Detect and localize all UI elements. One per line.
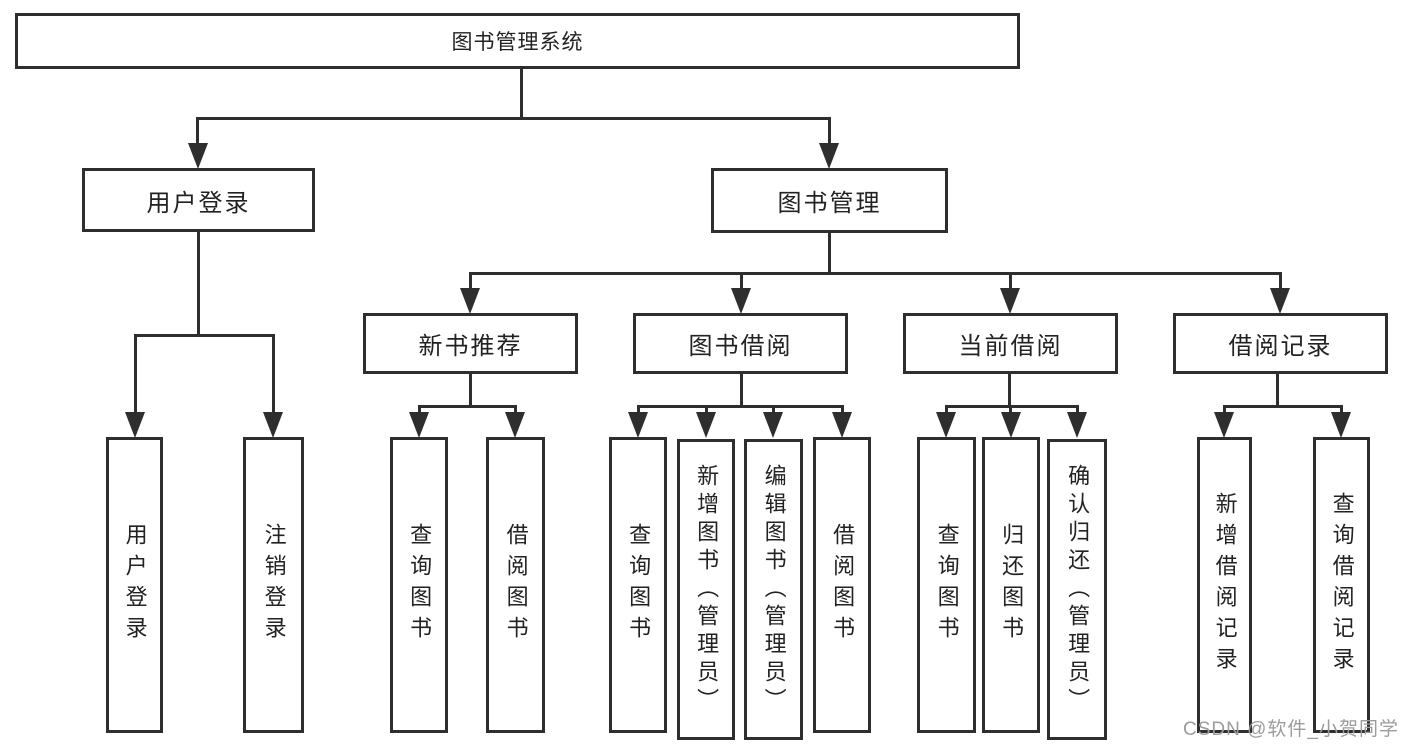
node-label: 归还图书: [999, 523, 1025, 647]
connector-line: [197, 232, 200, 337]
connector-line: [469, 272, 472, 288]
connector-line: [637, 405, 844, 408]
node-label: 新增图书（管理员）: [694, 463, 720, 716]
leaf-edit-books-admin: 编辑图书（管理员）: [744, 439, 803, 740]
leaf-return-books: 归还图书: [982, 437, 1040, 733]
node-label: 确认归还（管理员）: [1065, 463, 1091, 716]
arrowhead-down-icon: [505, 412, 525, 438]
node-label: 用户登录: [122, 523, 148, 647]
arrowhead-down-icon: [263, 412, 283, 438]
connector-line: [1279, 272, 1282, 288]
node-book-management: 图书管理: [711, 168, 948, 233]
leaf-query-borrow-record: 查询借阅记录: [1313, 437, 1370, 733]
connector-line: [134, 334, 275, 337]
node-label: 当前借阅: [958, 333, 1063, 360]
leaf-confirm-return-admin: 确认归还（管理员）: [1047, 439, 1107, 740]
node-label: 查询图书: [934, 523, 960, 647]
arrowhead-down-icon: [731, 288, 751, 314]
connector-line: [945, 405, 948, 415]
node-label: 查询借阅记录: [1329, 492, 1355, 678]
connector-line: [520, 69, 523, 120]
connector-line: [828, 233, 831, 275]
node-borrowing-records: 借阅记录: [1173, 313, 1388, 374]
leaf-query-books-current: 查询图书: [917, 437, 976, 733]
leaf-borrow-books: 借阅图书: [813, 437, 871, 733]
node-label: 注销登录: [261, 523, 287, 647]
connector-line: [705, 405, 708, 415]
node-label: 新书推荐: [418, 333, 523, 360]
connector-line: [740, 374, 743, 408]
connector-line: [1340, 405, 1343, 415]
connector-line: [1223, 405, 1226, 415]
node-label: 图书管理系统: [451, 31, 584, 54]
connector-line: [1076, 405, 1079, 415]
connector-line: [196, 117, 199, 145]
connector-line: [1009, 405, 1012, 415]
node-new-book-recommend: 新书推荐: [363, 313, 578, 374]
leaf-borrow-books-recommend: 借阅图书: [486, 437, 545, 733]
connector-line: [772, 405, 775, 415]
connector-line: [828, 117, 831, 145]
connector-line: [1008, 374, 1011, 408]
connector-line: [1009, 272, 1012, 288]
connector-line: [418, 405, 421, 415]
node-label: 新增借阅记录: [1212, 492, 1238, 678]
connector-line: [637, 405, 640, 415]
arrowhead-down-icon: [1067, 412, 1087, 438]
connector-line: [1276, 374, 1279, 408]
node-label: 借阅记录: [1228, 333, 1333, 360]
node-label: 查询图书: [407, 523, 433, 647]
connector-line: [272, 334, 275, 414]
leaf-user-login: 用户登录: [106, 437, 163, 733]
connector-line: [841, 405, 844, 415]
node-label: 借阅图书: [503, 523, 529, 647]
leaf-add-borrow-record: 新增借阅记录: [1197, 437, 1252, 733]
arrowhead-down-icon: [763, 412, 783, 438]
connector-line: [469, 272, 1281, 275]
node-current-borrowing: 当前借阅: [903, 313, 1118, 374]
connector-line: [418, 405, 517, 408]
arrowhead-down-icon: [460, 288, 480, 314]
arrowhead-down-icon: [409, 412, 429, 438]
arrowhead-down-icon: [819, 143, 839, 169]
connector-line: [1223, 405, 1343, 408]
node-label: 图书管理: [777, 190, 882, 217]
node-user-login: 用户登录: [82, 168, 315, 232]
connector-line: [196, 117, 831, 120]
arrowhead-down-icon: [1331, 412, 1351, 438]
arrowhead-down-icon: [1214, 412, 1234, 438]
node-label: 借阅图书: [830, 523, 856, 647]
leaf-query-books-recommend: 查询图书: [390, 437, 448, 733]
connector-line: [945, 405, 1079, 408]
connector-line: [514, 405, 517, 415]
arrowhead-down-icon: [696, 412, 716, 438]
node-label: 用户登录: [146, 189, 251, 217]
node-label: 图书借阅: [688, 333, 793, 360]
arrowhead-down-icon: [188, 143, 208, 169]
leaf-query-books-borrowing: 查询图书: [609, 437, 667, 733]
csdn-watermark: CSDN @软件_小贺同学: [1183, 719, 1399, 740]
connector-line: [134, 334, 137, 414]
arrowhead-down-icon: [936, 412, 956, 438]
arrowhead-down-icon: [125, 412, 145, 438]
leaf-logout: 注销登录: [243, 437, 304, 733]
node-book-borrowing: 图书借阅: [633, 313, 848, 374]
node-label: 查询图书: [626, 523, 652, 647]
arrowhead-down-icon: [1270, 288, 1290, 314]
arrowhead-down-icon: [628, 412, 648, 438]
arrowhead-down-icon: [1001, 412, 1021, 438]
node-library-management-system: 图书管理系统: [15, 13, 1020, 69]
connector-line: [740, 272, 743, 288]
arrowhead-down-icon: [832, 412, 852, 438]
leaf-add-books-admin: 新增图书（管理员）: [677, 439, 735, 740]
node-label: 编辑图书（管理员）: [761, 463, 787, 716]
connector-line: [469, 374, 472, 408]
arrowhead-down-icon: [1000, 288, 1020, 314]
